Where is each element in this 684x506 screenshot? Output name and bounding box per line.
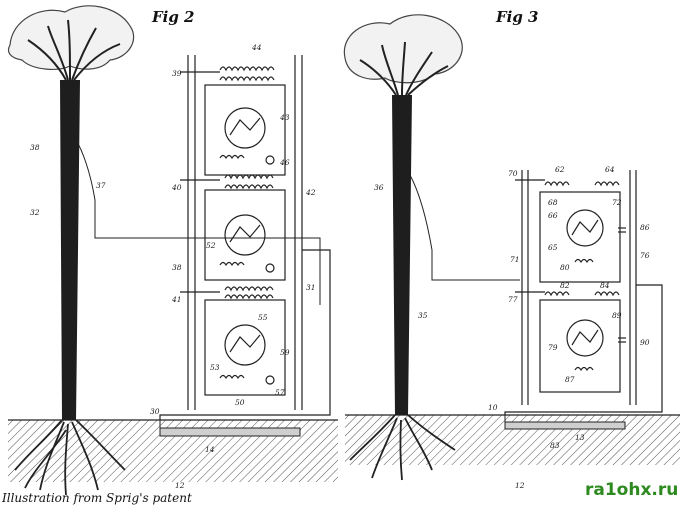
ref-label: 12 (175, 481, 185, 490)
ref-label: 43 (279, 113, 290, 122)
ref-label: 42 (305, 188, 316, 197)
figure-2-labels: 44 39 38 32 37 40 42 31 38 41 53 55 57 5… (30, 43, 316, 490)
ref-label: 84 (600, 281, 610, 290)
ref-label: 79 (548, 343, 558, 352)
watermark: ra1ohx.ru (585, 480, 679, 500)
ref-label: 86 (640, 223, 650, 232)
ref-label: 70 (508, 169, 518, 178)
ref-label: 72 (612, 198, 622, 207)
ref-label: 37 (96, 181, 106, 190)
circuit-rack (504, 170, 663, 415)
ref-label: 46 (279, 158, 290, 167)
ref-label: 64 (605, 165, 615, 174)
ref-label: 66 (548, 211, 558, 220)
ref-label: 50 (235, 398, 245, 407)
ref-label: 10 (488, 403, 498, 412)
tree-canopy (343, 14, 463, 84)
ref-label: 62 (555, 165, 565, 174)
ref-label: 55 (258, 313, 268, 322)
ref-label: 76 (640, 251, 650, 260)
antenna-wire (75, 139, 321, 305)
ref-label: 89 (612, 311, 622, 320)
ref-label: 90 (640, 338, 650, 347)
ref-label: 53 (210, 363, 220, 372)
ref-label: 12 (515, 481, 525, 490)
ref-label: 32 (30, 208, 40, 217)
tree-branches (359, 41, 449, 96)
ref-label: 59 (280, 348, 290, 357)
ref-label: 71 (510, 255, 520, 264)
ref-label: 82 (560, 281, 570, 290)
ref-label: 41 (171, 295, 182, 304)
ref-label: 30 (150, 407, 160, 416)
ref-label: 38 (30, 143, 40, 152)
figure-3-labels: 70 62 64 68 66 72 65 86 76 71 80 82 84 7… (374, 165, 650, 490)
ref-label: 35 (418, 311, 428, 320)
ref-label: 65 (548, 243, 558, 252)
figure-caption: Illustration from Sprig's patent (2, 491, 192, 505)
tree-roots (349, 414, 456, 481)
ground-plate (159, 427, 301, 437)
ref-label: 40 (171, 183, 182, 192)
ref-label: 38 (172, 263, 182, 272)
ref-label: 13 (575, 433, 585, 442)
ref-label: 80 (560, 263, 570, 272)
figure-2: Fig 2 (7, 5, 338, 496)
ref-label: 39 (172, 69, 182, 78)
ref-label: 14 (205, 445, 215, 454)
ref-label: 31 (306, 283, 316, 292)
ref-label: 83 (550, 441, 560, 450)
ref-label: 77 (508, 295, 518, 304)
tree-canopy (7, 5, 135, 70)
tree-trunk (60, 80, 80, 420)
circuit-rack (159, 55, 331, 420)
ref-label: 36 (374, 183, 384, 192)
tree-branches (27, 19, 121, 81)
antenna-wire (409, 174, 520, 281)
ref-label: 68 (548, 198, 558, 207)
ref-label: 44 (251, 43, 262, 52)
ground-plate (504, 421, 626, 430)
ref-label: 52 (206, 241, 216, 250)
ref-label: 87 (565, 375, 575, 384)
figure-3: Fig 3 (343, 8, 680, 490)
tree-trunk (392, 95, 412, 415)
figure-3-title: Fig 3 (495, 8, 539, 26)
figure-2-title: Fig 2 (151, 8, 195, 26)
ref-label: 57 (275, 388, 285, 397)
tree-roots (14, 419, 126, 496)
